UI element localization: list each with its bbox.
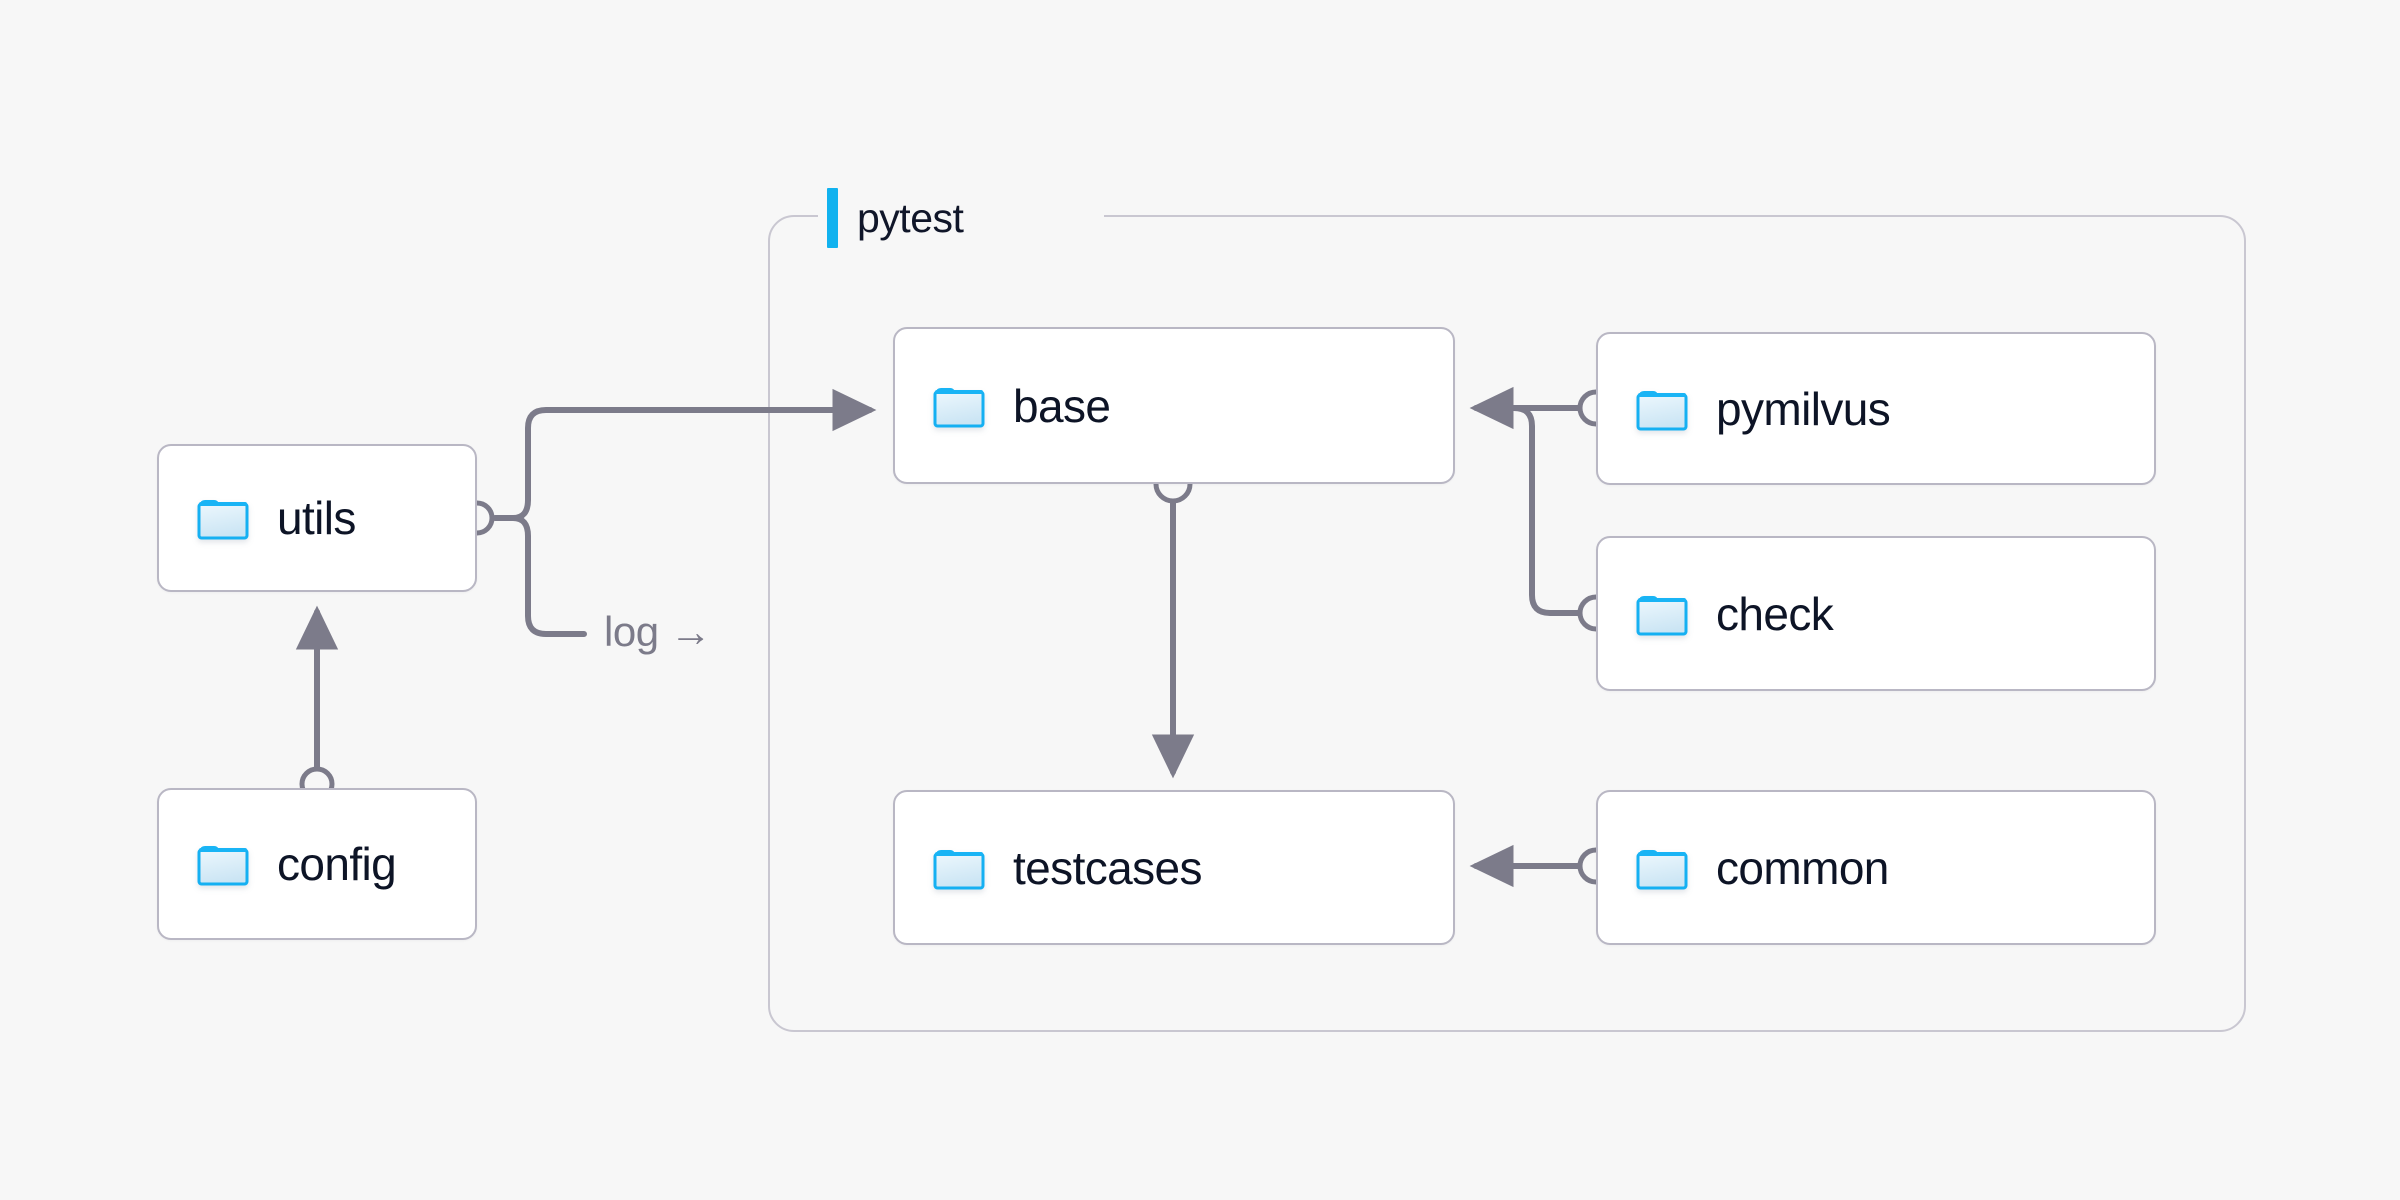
folder-icon (197, 842, 249, 886)
node-label: pymilvus (1716, 382, 1891, 435)
group-label-mask (818, 205, 1104, 227)
node-label: check (1716, 587, 1834, 640)
node-label: common (1716, 841, 1889, 894)
node-label: base (1013, 379, 1111, 432)
node-common[interactable]: common (1596, 790, 2156, 945)
folder-icon (933, 384, 985, 428)
folder-icon (197, 496, 249, 540)
node-base[interactable]: base (893, 327, 1455, 484)
folder-icon (1636, 592, 1688, 636)
edge-label-log: log → (604, 608, 712, 655)
folder-icon (933, 846, 985, 890)
node-config[interactable]: config (157, 788, 477, 940)
node-utils[interactable]: utils (157, 444, 477, 592)
node-pymilvus[interactable]: pymilvus (1596, 332, 2156, 485)
node-check[interactable]: check (1596, 536, 2156, 691)
folder-icon (1636, 387, 1688, 431)
node-testcases[interactable]: testcases (893, 790, 1455, 945)
node-label: utils (277, 492, 356, 544)
folder-icon (1636, 846, 1688, 890)
node-label: config (277, 838, 397, 890)
group-accent-bar (827, 188, 838, 248)
group-label-pytest: pytest (857, 195, 964, 241)
group-pytest (768, 215, 2246, 1032)
edge-utils-log (510, 515, 587, 637)
node-label: testcases (1013, 841, 1203, 894)
